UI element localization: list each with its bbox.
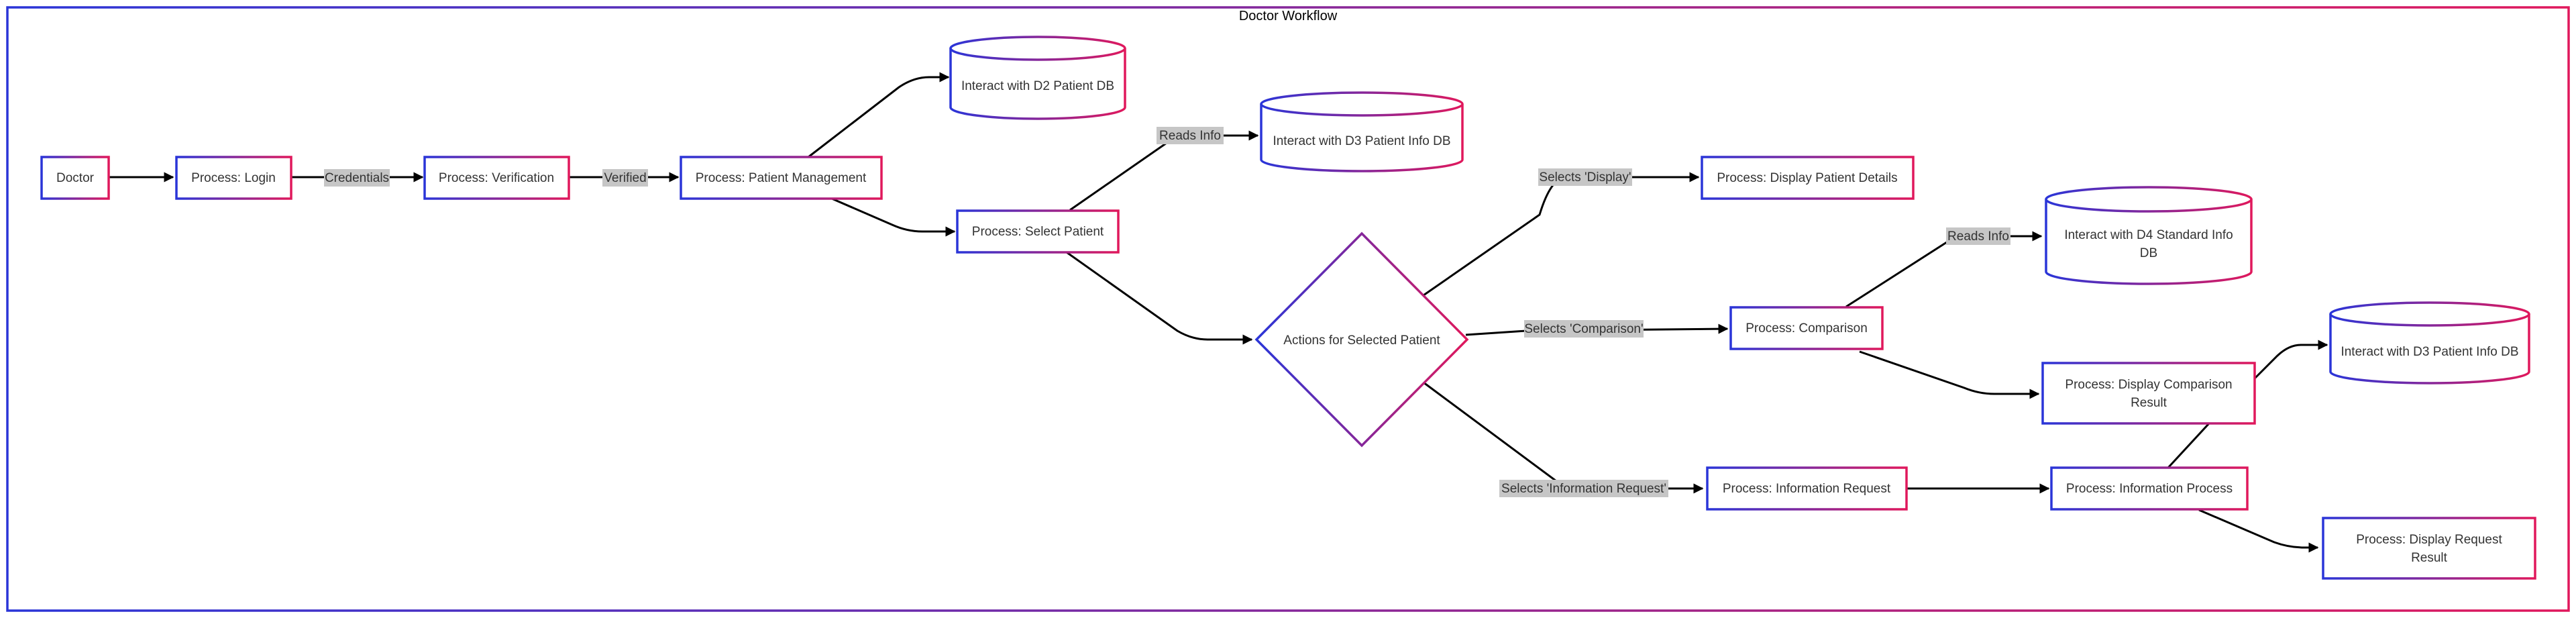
node-d3-patient-info-db-1[interactable]: Interact with D3 Patient Info DB bbox=[1260, 91, 1464, 172]
edge-patient-management-d2 bbox=[808, 72, 950, 158]
node-information-process[interactable]: Process: Information Process bbox=[2050, 466, 2249, 511]
edge-actions-info-request bbox=[1423, 381, 1704, 494]
node-patient-management[interactable]: Process: Patient Management bbox=[680, 156, 883, 200]
node-login[interactable]: Process: Login bbox=[175, 156, 292, 200]
node-verification[interactable]: Process: Verification bbox=[423, 156, 570, 200]
node-info-request-label: Process: Information Request bbox=[1723, 482, 1891, 496]
node-display-request-label-line2: Result bbox=[2411, 551, 2448, 565]
node-d3-2-label: Interact with D3 Patient Info DB bbox=[2341, 345, 2518, 359]
edge-label-verified: Verified bbox=[602, 169, 648, 187]
node-select-patient-label: Process: Select Patient bbox=[972, 225, 1104, 239]
edge-label-selects-info-request: Selects 'Information Request' bbox=[1499, 480, 1668, 497]
edge-actions-display-details bbox=[1423, 172, 1700, 297]
edge-label-reads-info-2: Reads Info bbox=[1946, 227, 2010, 245]
edge-comparison-d4 bbox=[1845, 231, 2043, 308]
svg-text:Credentials: Credentials bbox=[325, 171, 389, 185]
node-d4-label-line1: Interact with D4 Standard Info bbox=[2064, 228, 2233, 242]
node-d2-patient-db[interactable]: Interact with D2 Patient DB bbox=[949, 36, 1126, 120]
svg-text:Reads Info: Reads Info bbox=[1947, 229, 2009, 244]
edge-patient-management-select-patient bbox=[831, 197, 956, 237]
svg-text:Selects 'Information Request': Selects 'Information Request' bbox=[1501, 482, 1666, 496]
node-login-label: Process: Login bbox=[191, 171, 276, 185]
diagram-frame bbox=[6, 6, 2570, 612]
node-display-request-result[interactable]: Process: Display Request Result bbox=[2322, 517, 2536, 580]
node-actions-selected-patient[interactable]: Actions for Selected Patient bbox=[1254, 231, 1469, 448]
node-comparison-label: Process: Comparison bbox=[1746, 321, 1868, 336]
node-doctor-label: Doctor bbox=[56, 171, 95, 185]
svg-text:Reads Info: Reads Info bbox=[1159, 129, 1221, 143]
edge-comparison-display-comparison bbox=[1859, 350, 2040, 399]
node-display-comparison-label-line2: Result bbox=[2131, 396, 2167, 410]
edge-display-comparison-info-process bbox=[2167, 422, 2210, 469]
edge-select-patient-d3 bbox=[1069, 130, 1259, 211]
node-d3-patient-info-db-2[interactable]: Interact with D3 Patient Info DB bbox=[2329, 301, 2530, 384]
node-doctor[interactable]: Doctor bbox=[40, 156, 110, 200]
node-display-details-label: Process: Display Patient Details bbox=[1717, 171, 1897, 185]
edge-label-reads-info-1: Reads Info bbox=[1157, 127, 1224, 144]
node-d3-1-label: Interact with D3 Patient Info DB bbox=[1273, 134, 1450, 148]
diagram-title: Doctor Workflow bbox=[1239, 9, 1338, 23]
edge-display-comparison-d3 bbox=[2253, 340, 2328, 380]
edge-label-selects-comparison: Selects 'Comparison' bbox=[1524, 320, 1644, 338]
edge-label-credentials: Credentials bbox=[324, 169, 390, 187]
node-patient-management-label: Process: Patient Management bbox=[696, 171, 867, 185]
node-information-request[interactable]: Process: Information Request bbox=[1706, 466, 1908, 511]
node-display-request-label-line1: Process: Display Request bbox=[2356, 533, 2502, 547]
edge-select-patient-actions bbox=[1066, 251, 1253, 345]
node-d4-label-line2: DB bbox=[2140, 246, 2157, 260]
node-d2-label: Interact with D2 Patient DB bbox=[961, 79, 1114, 93]
node-verification-label: Process: Verification bbox=[439, 171, 554, 185]
node-select-patient[interactable]: Process: Select Patient bbox=[956, 209, 1120, 254]
svg-text:Verified: Verified bbox=[604, 171, 646, 185]
node-actions-label: Actions for Selected Patient bbox=[1283, 333, 1440, 348]
svg-text:Selects 'Comparison': Selects 'Comparison' bbox=[1524, 322, 1643, 336]
node-info-process-label: Process: Information Process bbox=[2066, 482, 2233, 496]
edge-label-selects-display: Selects 'Display' bbox=[1538, 168, 1632, 186]
node-display-comparison-label-line1: Process: Display Comparison bbox=[2065, 378, 2232, 392]
node-display-patient-details[interactable]: Process: Display Patient Details bbox=[1701, 156, 1915, 200]
edge-info-process-display-request bbox=[2198, 509, 2319, 553]
svg-text:Selects 'Display': Selects 'Display' bbox=[1539, 170, 1631, 185]
node-display-comparison-result[interactable]: Process: Display Comparison Result bbox=[2041, 362, 2256, 425]
node-comparison[interactable]: Process: Comparison bbox=[1729, 306, 1884, 350]
node-d4-standard-info-db[interactable]: Interact with D4 Standard Info DB bbox=[2045, 186, 2253, 285]
